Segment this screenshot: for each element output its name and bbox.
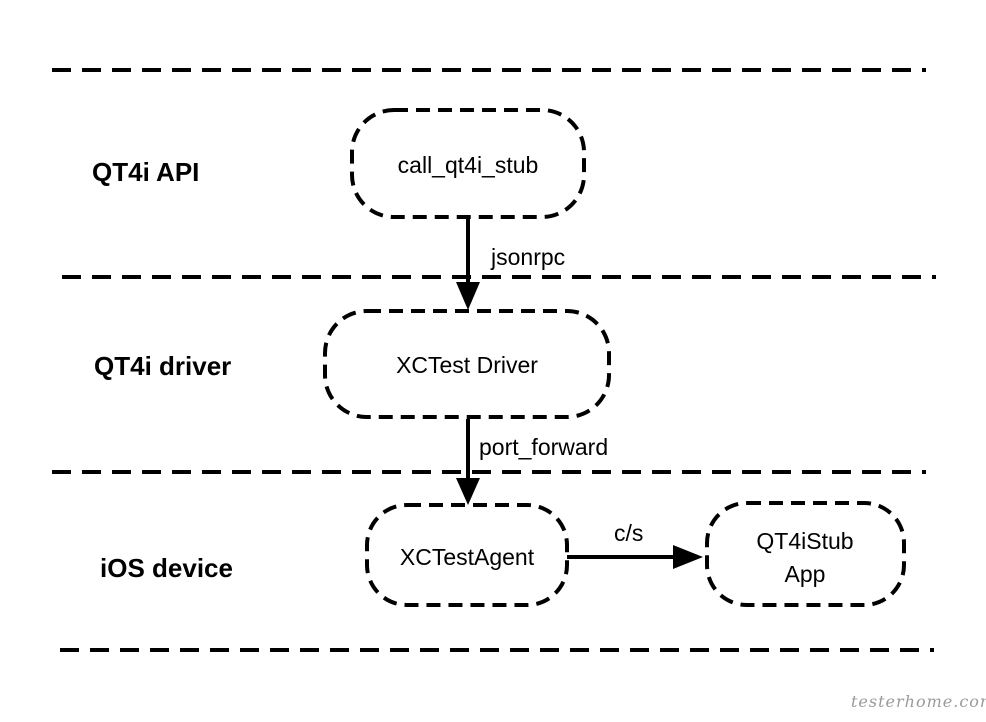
- node-xctest-agent: XCTestAgent: [365, 503, 569, 607]
- layer-label-driver: QT4i driver: [94, 351, 231, 381]
- edge-stub-to-driver: jsonrpc: [456, 219, 565, 310]
- watermark-text: testerhome.com: [851, 692, 986, 711]
- arrow-head-jsonrpc: [456, 282, 480, 310]
- node-label-app-line2: App: [785, 561, 826, 587]
- node-box-stub: [350, 108, 586, 219]
- node-box-app: [705, 501, 906, 607]
- edge-label-jsonrpc: jsonrpc: [490, 244, 565, 270]
- arrow-head-cs: [673, 545, 703, 569]
- layer-label-device: iOS device: [100, 553, 233, 583]
- edge-label-port-forward: port_forward: [479, 434, 608, 460]
- edge-driver-to-agent: port_forward: [456, 419, 608, 505]
- layer-label-api: QT4i API: [92, 157, 199, 187]
- node-label-stub: call_qt4i_stub: [398, 152, 539, 178]
- node-qt4istub-app: QT4iStub App: [705, 501, 906, 607]
- node-box-driver: [323, 309, 611, 419]
- edge-agent-to-app: c/s: [567, 520, 703, 569]
- node-box-agent: [365, 503, 569, 607]
- node-xctest-driver: XCTest Driver: [323, 309, 611, 419]
- arrow-head-port-forward: [456, 478, 480, 505]
- edge-label-cs: c/s: [614, 520, 643, 546]
- node-call-qt4i-stub: call_qt4i_stub: [350, 108, 586, 219]
- node-label-agent: XCTestAgent: [400, 544, 535, 570]
- node-label-driver: XCTest Driver: [396, 352, 538, 378]
- node-label-app-line1: QT4iStub: [756, 528, 853, 554]
